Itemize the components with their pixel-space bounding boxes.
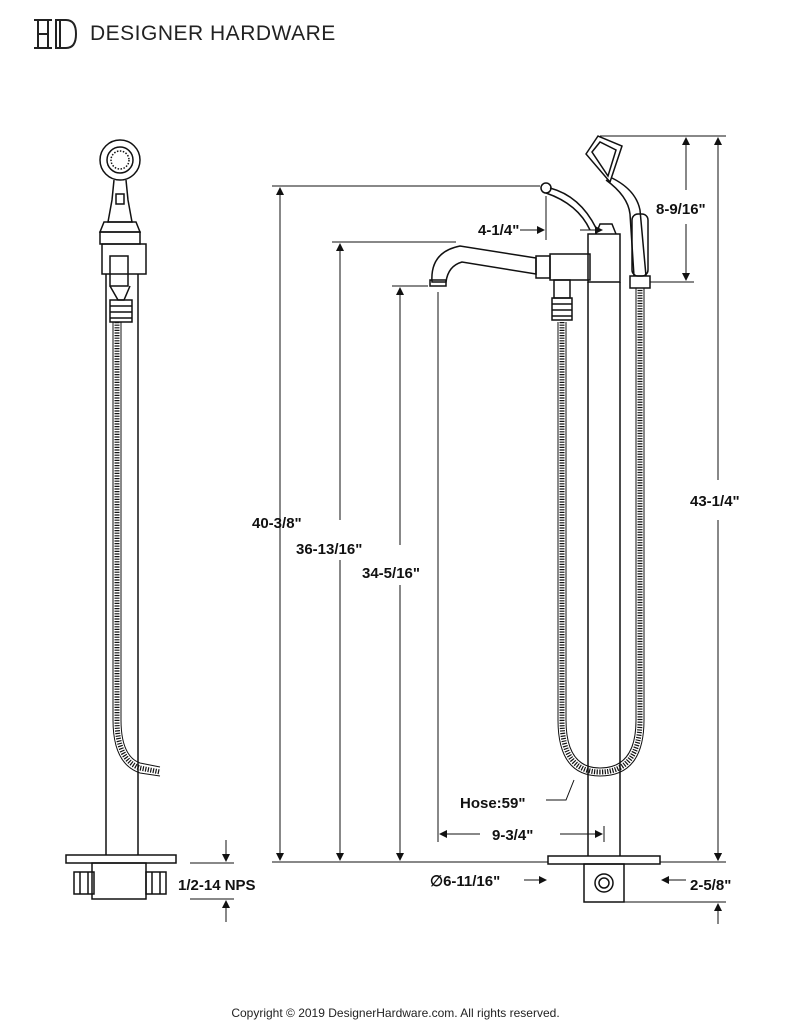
spout-height-label: 36-13/16"	[296, 541, 362, 558]
connection-size-label: 1/2-14 NPS	[178, 877, 256, 894]
brand-name: DESIGNER HARDWARE	[90, 22, 336, 45]
handle-offset-label: 4-1/4"	[478, 222, 519, 239]
total-height-label: 43-1/4"	[690, 493, 740, 510]
front-view	[429, 135, 661, 903]
dh-monogram-logo-icon	[34, 19, 78, 49]
handle-height-label: 40-3/8"	[252, 515, 302, 532]
dimension-lines	[272, 135, 726, 924]
handshower-height-label: 8-9/16"	[656, 201, 706, 218]
copyright-notice: Copyright © 2019 DesignerHardware.com. A…	[231, 1006, 560, 1020]
nps-dimension	[190, 840, 234, 922]
faucet-dimension-drawing: 1/2-14 NPS	[65, 135, 740, 924]
spout-reach-label: 9-3/4"	[492, 827, 533, 844]
base-diameter-label: ∅6-11/16"	[430, 873, 500, 890]
hose-length-label: Hose:59"	[460, 795, 525, 812]
header: DESIGNER HARDWARE	[32, 14, 336, 54]
spout-outlet-height-label: 34-5/16"	[362, 565, 420, 582]
side-view	[65, 139, 177, 900]
base-height-label: 2-5/8"	[690, 877, 731, 894]
